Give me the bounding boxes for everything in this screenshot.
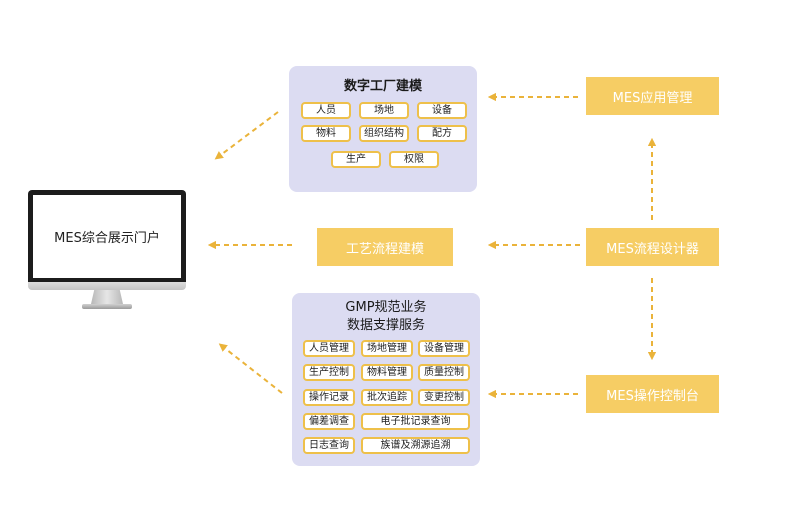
chip-production-control: 生产控制	[303, 364, 355, 381]
flow-designer-box: MES流程设计器	[586, 228, 719, 266]
chip-personnel-mgmt: 人员管理	[303, 340, 355, 357]
chip-deviation-investigation: 偏差调查	[303, 413, 355, 430]
portal-screen: MES综合展示门户	[33, 195, 181, 278]
operation-console-box: MES操作控制台	[586, 375, 719, 413]
chip-ebr-query: 电子批记录查询	[361, 413, 470, 430]
chip-site: 场地	[359, 102, 409, 119]
monitor-neck	[91, 290, 123, 304]
chip-log-query: 日志查询	[303, 437, 355, 454]
gmp-title-line2: 数据支撑服务	[346, 318, 425, 333]
chip-material: 物料	[301, 125, 351, 142]
portal-monitor: MES综合展示门户	[28, 190, 186, 320]
flow-designer-label: MES流程设计器	[606, 241, 699, 257]
chip-genealogy-trace: 族谱及溯源追溯	[361, 437, 470, 454]
factory-model-title: 数字工厂建模	[343, 79, 422, 94]
arrow-factory-to-portal	[214, 111, 279, 160]
factory-model-panel: 数字工厂建模 人员 场地 设备 物料 组织结构 配方 生产 权限	[289, 66, 477, 192]
chip-material-mgmt: 物料管理	[361, 364, 413, 381]
monitor-chin	[28, 282, 186, 290]
chip-batch-tracking: 批次追踪	[361, 389, 413, 406]
chip-org-structure: 组织结构	[359, 125, 409, 142]
chip-quality-control: 质量控制	[418, 364, 470, 381]
process-model-label: 工艺流程建模	[345, 241, 424, 257]
chip-permission: 权限	[389, 151, 439, 168]
chip-recipe: 配方	[417, 125, 467, 142]
monitor-bezel: MES综合展示门户	[28, 190, 186, 288]
gmp-panel: GMP规范业务 数据支撑服务 人员管理 场地管理 设备管理 生产控制 物料管理 …	[292, 293, 480, 466]
operation-console-label: MES操作控制台	[606, 388, 699, 404]
chip-equipment-mgmt: 设备管理	[418, 340, 470, 357]
app-management-label: MES应用管理	[612, 90, 693, 106]
chip-operation-record: 操作记录	[303, 389, 355, 406]
chip-production: 生产	[331, 151, 381, 168]
chip-equipment: 设备	[417, 102, 467, 119]
monitor-foot	[82, 304, 132, 309]
chip-personnel: 人员	[301, 102, 351, 119]
chip-change-control: 变更控制	[418, 389, 470, 406]
app-management-box: MES应用管理	[586, 77, 719, 115]
process-model-box: 工艺流程建模	[317, 228, 453, 266]
chip-site-mgmt: 场地管理	[361, 340, 413, 357]
portal-label: MES综合展示门户	[54, 231, 160, 246]
arrow-gmp-to-portal	[218, 343, 283, 394]
gmp-title-line1: GMP规范业务	[345, 300, 427, 315]
